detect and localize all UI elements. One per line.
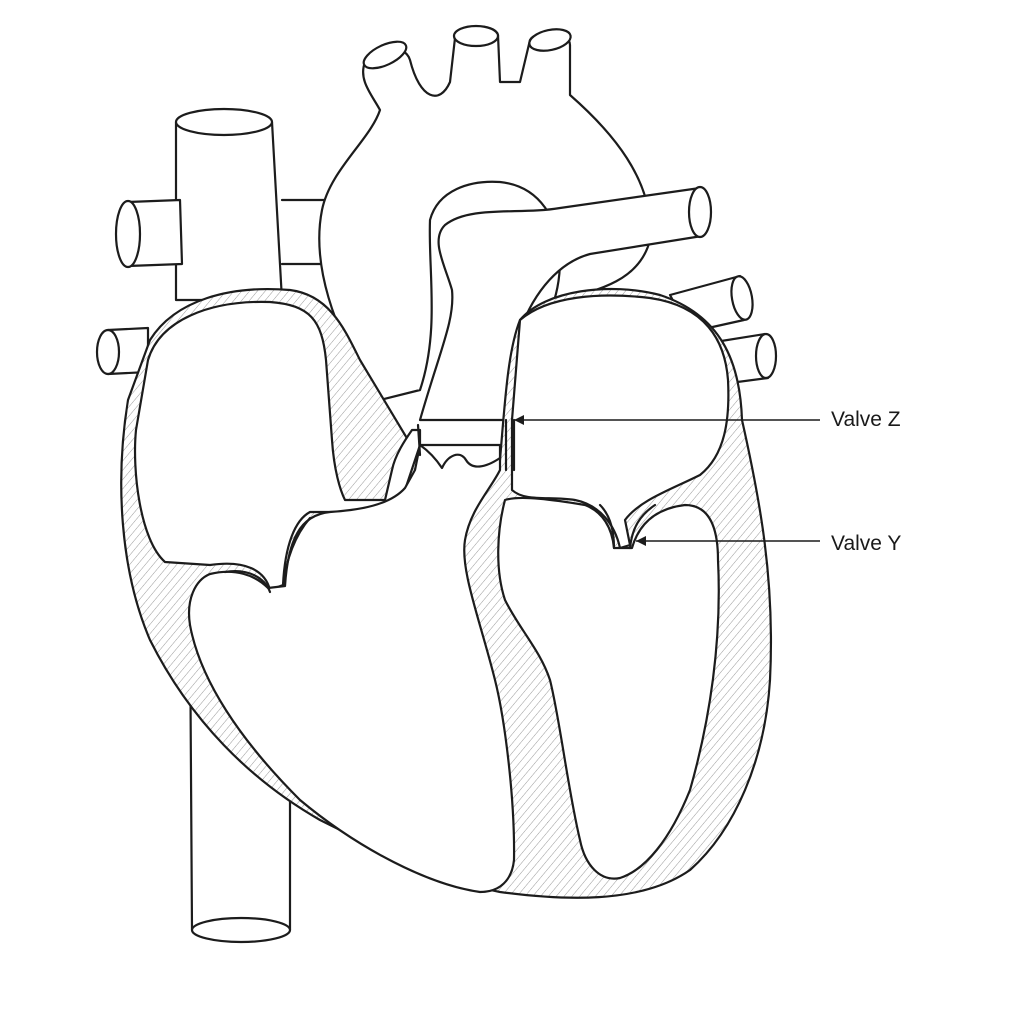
aortic-valve-z [504,418,516,472]
valve-y-label: Valve Y [831,532,901,555]
pulmonary-valve [416,423,502,470]
pulmonary-artery [418,185,713,422]
heart-wall [120,287,773,899]
valve-z-label: Valve Z [831,408,901,431]
mitral-valve-y [598,503,657,550]
left-pulmonary-veins [95,198,332,376]
tricuspid-valve [223,516,312,594]
label-valve-z: Valve Z [514,408,901,431]
label-valve-y: Valve Y [636,532,901,555]
superior-vena-cava [174,107,284,302]
